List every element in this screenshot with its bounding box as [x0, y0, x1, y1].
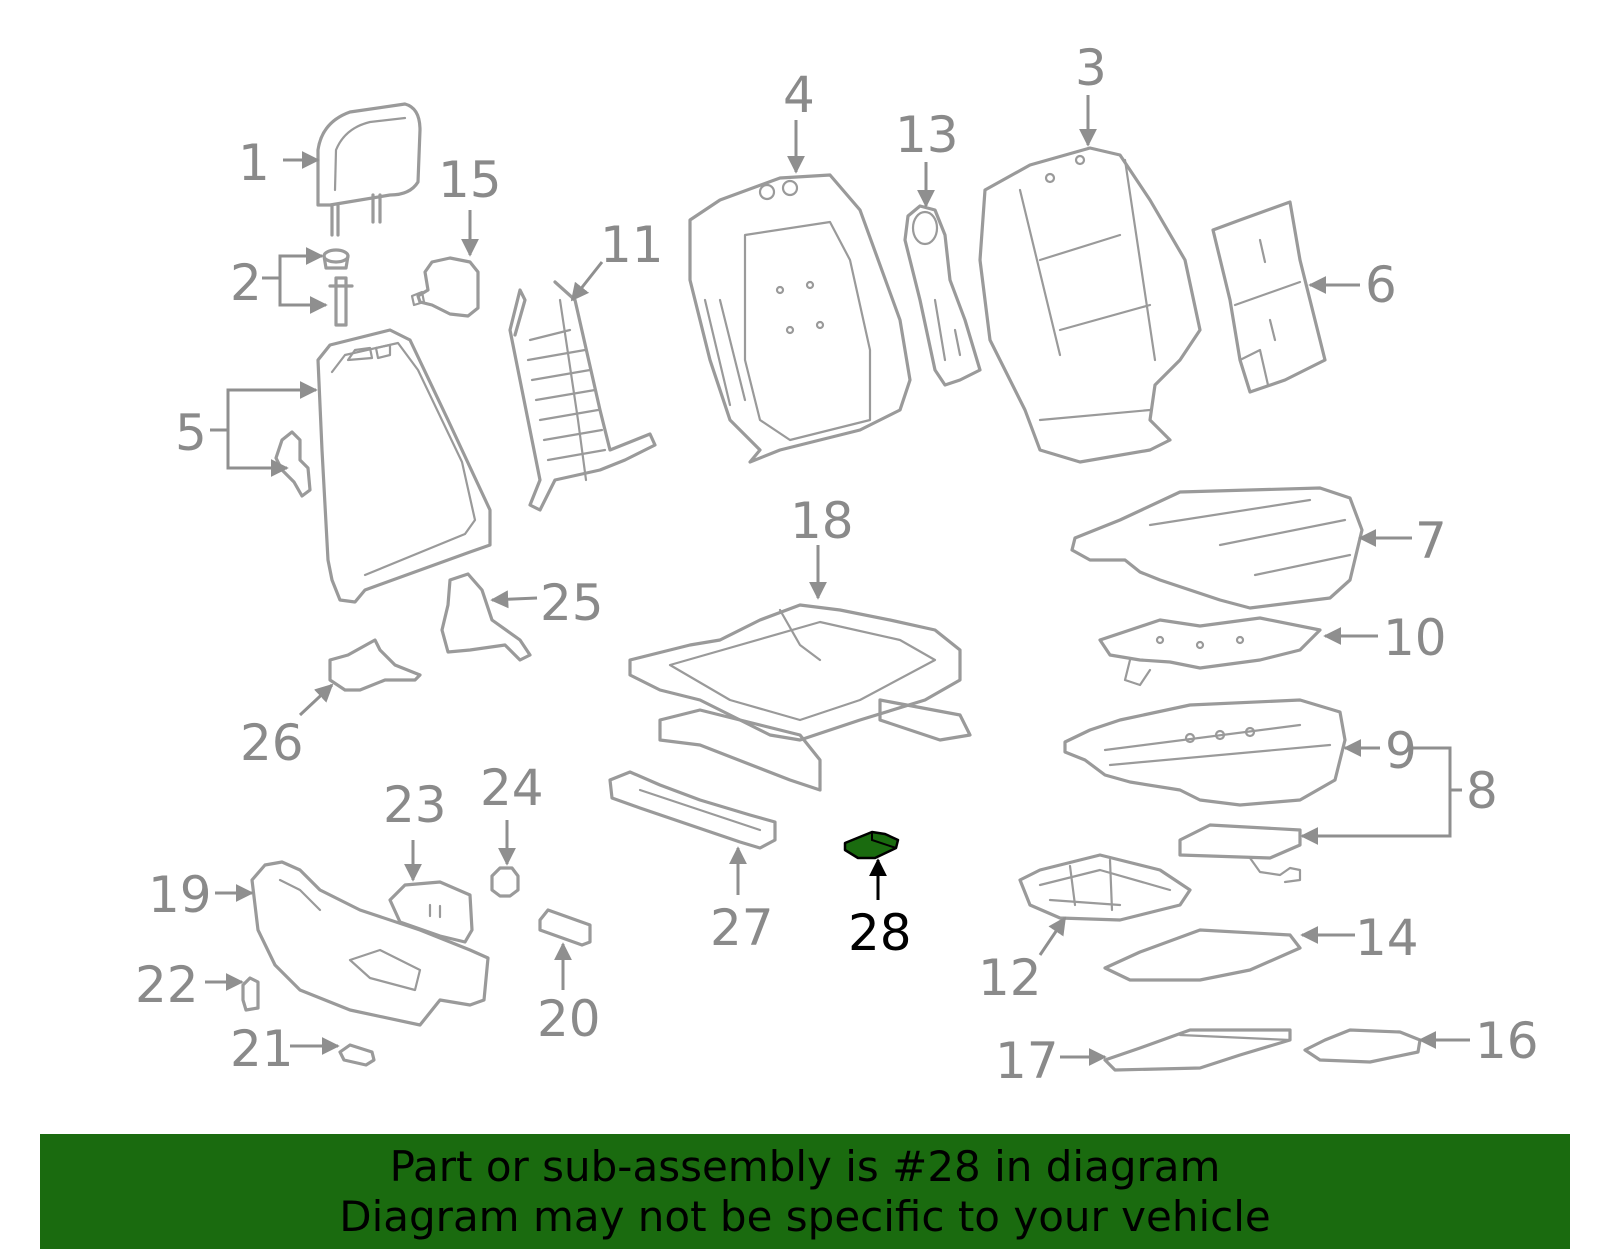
part-16-clip	[1303, 1028, 1422, 1064]
part-14-shield	[1103, 928, 1302, 982]
part-28-highlighted	[843, 830, 900, 860]
part-1-headrest	[316, 102, 422, 237]
part-26-bracket	[328, 638, 422, 692]
info-banner: Part or sub-assembly is #28 in diagram D…	[40, 1134, 1570, 1249]
callout-21: 21	[230, 1020, 294, 1078]
part-24-knob	[490, 866, 520, 898]
callout-13: 13	[895, 106, 959, 164]
part-9-cushion-pad	[1063, 698, 1347, 807]
part-4-back-pad	[688, 173, 912, 464]
callout-labels: 1 2 3 4 5 6 7 8 9 10 11 12 13 14 15 16 1…	[135, 39, 1539, 1090]
callout-16: 16	[1475, 1012, 1539, 1070]
part-27-rail-cover	[608, 770, 777, 850]
part-21-knob	[338, 1043, 376, 1067]
callout-10: 10	[1383, 609, 1447, 667]
part-25-bracket	[440, 572, 532, 662]
banner-line-1: Part or sub-assembly is #28 in diagram	[389, 1141, 1221, 1191]
part-11-spring-mat	[508, 280, 657, 512]
callout-12: 12	[978, 949, 1042, 1007]
callout-4: 4	[783, 66, 815, 124]
callout-17: 17	[995, 1032, 1059, 1090]
callout-25: 25	[540, 574, 604, 632]
callout-8: 8	[1466, 762, 1498, 820]
callout-23: 23	[383, 776, 447, 834]
part-12-seat-switch	[1018, 853, 1192, 922]
callout-18: 18	[790, 492, 854, 550]
part-20-switch	[538, 908, 592, 947]
part-2-guides	[322, 248, 354, 327]
part-6-rear-panel	[1211, 200, 1327, 394]
callout-9: 9	[1385, 722, 1417, 780]
callout-2: 2	[230, 254, 262, 312]
callout-28: 28	[848, 904, 912, 962]
callout-14: 14	[1355, 909, 1419, 967]
callout-22: 22	[135, 956, 199, 1014]
leader-lines	[205, 95, 1470, 1066]
callout-1: 1	[238, 134, 270, 192]
part-15-bracket	[410, 256, 480, 318]
callout-6: 6	[1365, 256, 1397, 314]
banner-line-2: Diagram may not be specific to your vehi…	[339, 1191, 1271, 1241]
part-10-heater-pad	[1098, 616, 1322, 687]
callout-19: 19	[148, 866, 212, 924]
callout-27: 27	[710, 899, 774, 957]
part-19-side-shield	[250, 860, 490, 1027]
callout-3: 3	[1075, 39, 1107, 97]
callout-11: 11	[600, 216, 664, 274]
callout-26: 26	[240, 714, 304, 772]
callout-5: 5	[175, 404, 207, 462]
part-7-cushion-cover	[1070, 486, 1364, 610]
part-5-back-frame	[274, 328, 492, 604]
part-8-sensor	[1178, 823, 1302, 884]
callout-15: 15	[438, 151, 502, 209]
part-22-knob	[241, 976, 260, 1012]
part-17-panel	[1103, 1028, 1292, 1072]
part-3-back-cover	[978, 146, 1202, 464]
part-13-back-panel	[903, 204, 982, 387]
callout-24: 24	[480, 759, 544, 817]
callout-7: 7	[1415, 512, 1447, 570]
callout-20: 20	[537, 990, 601, 1048]
part-23-switch-bezel	[388, 880, 474, 944]
part-18-seat-frame	[628, 603, 972, 792]
